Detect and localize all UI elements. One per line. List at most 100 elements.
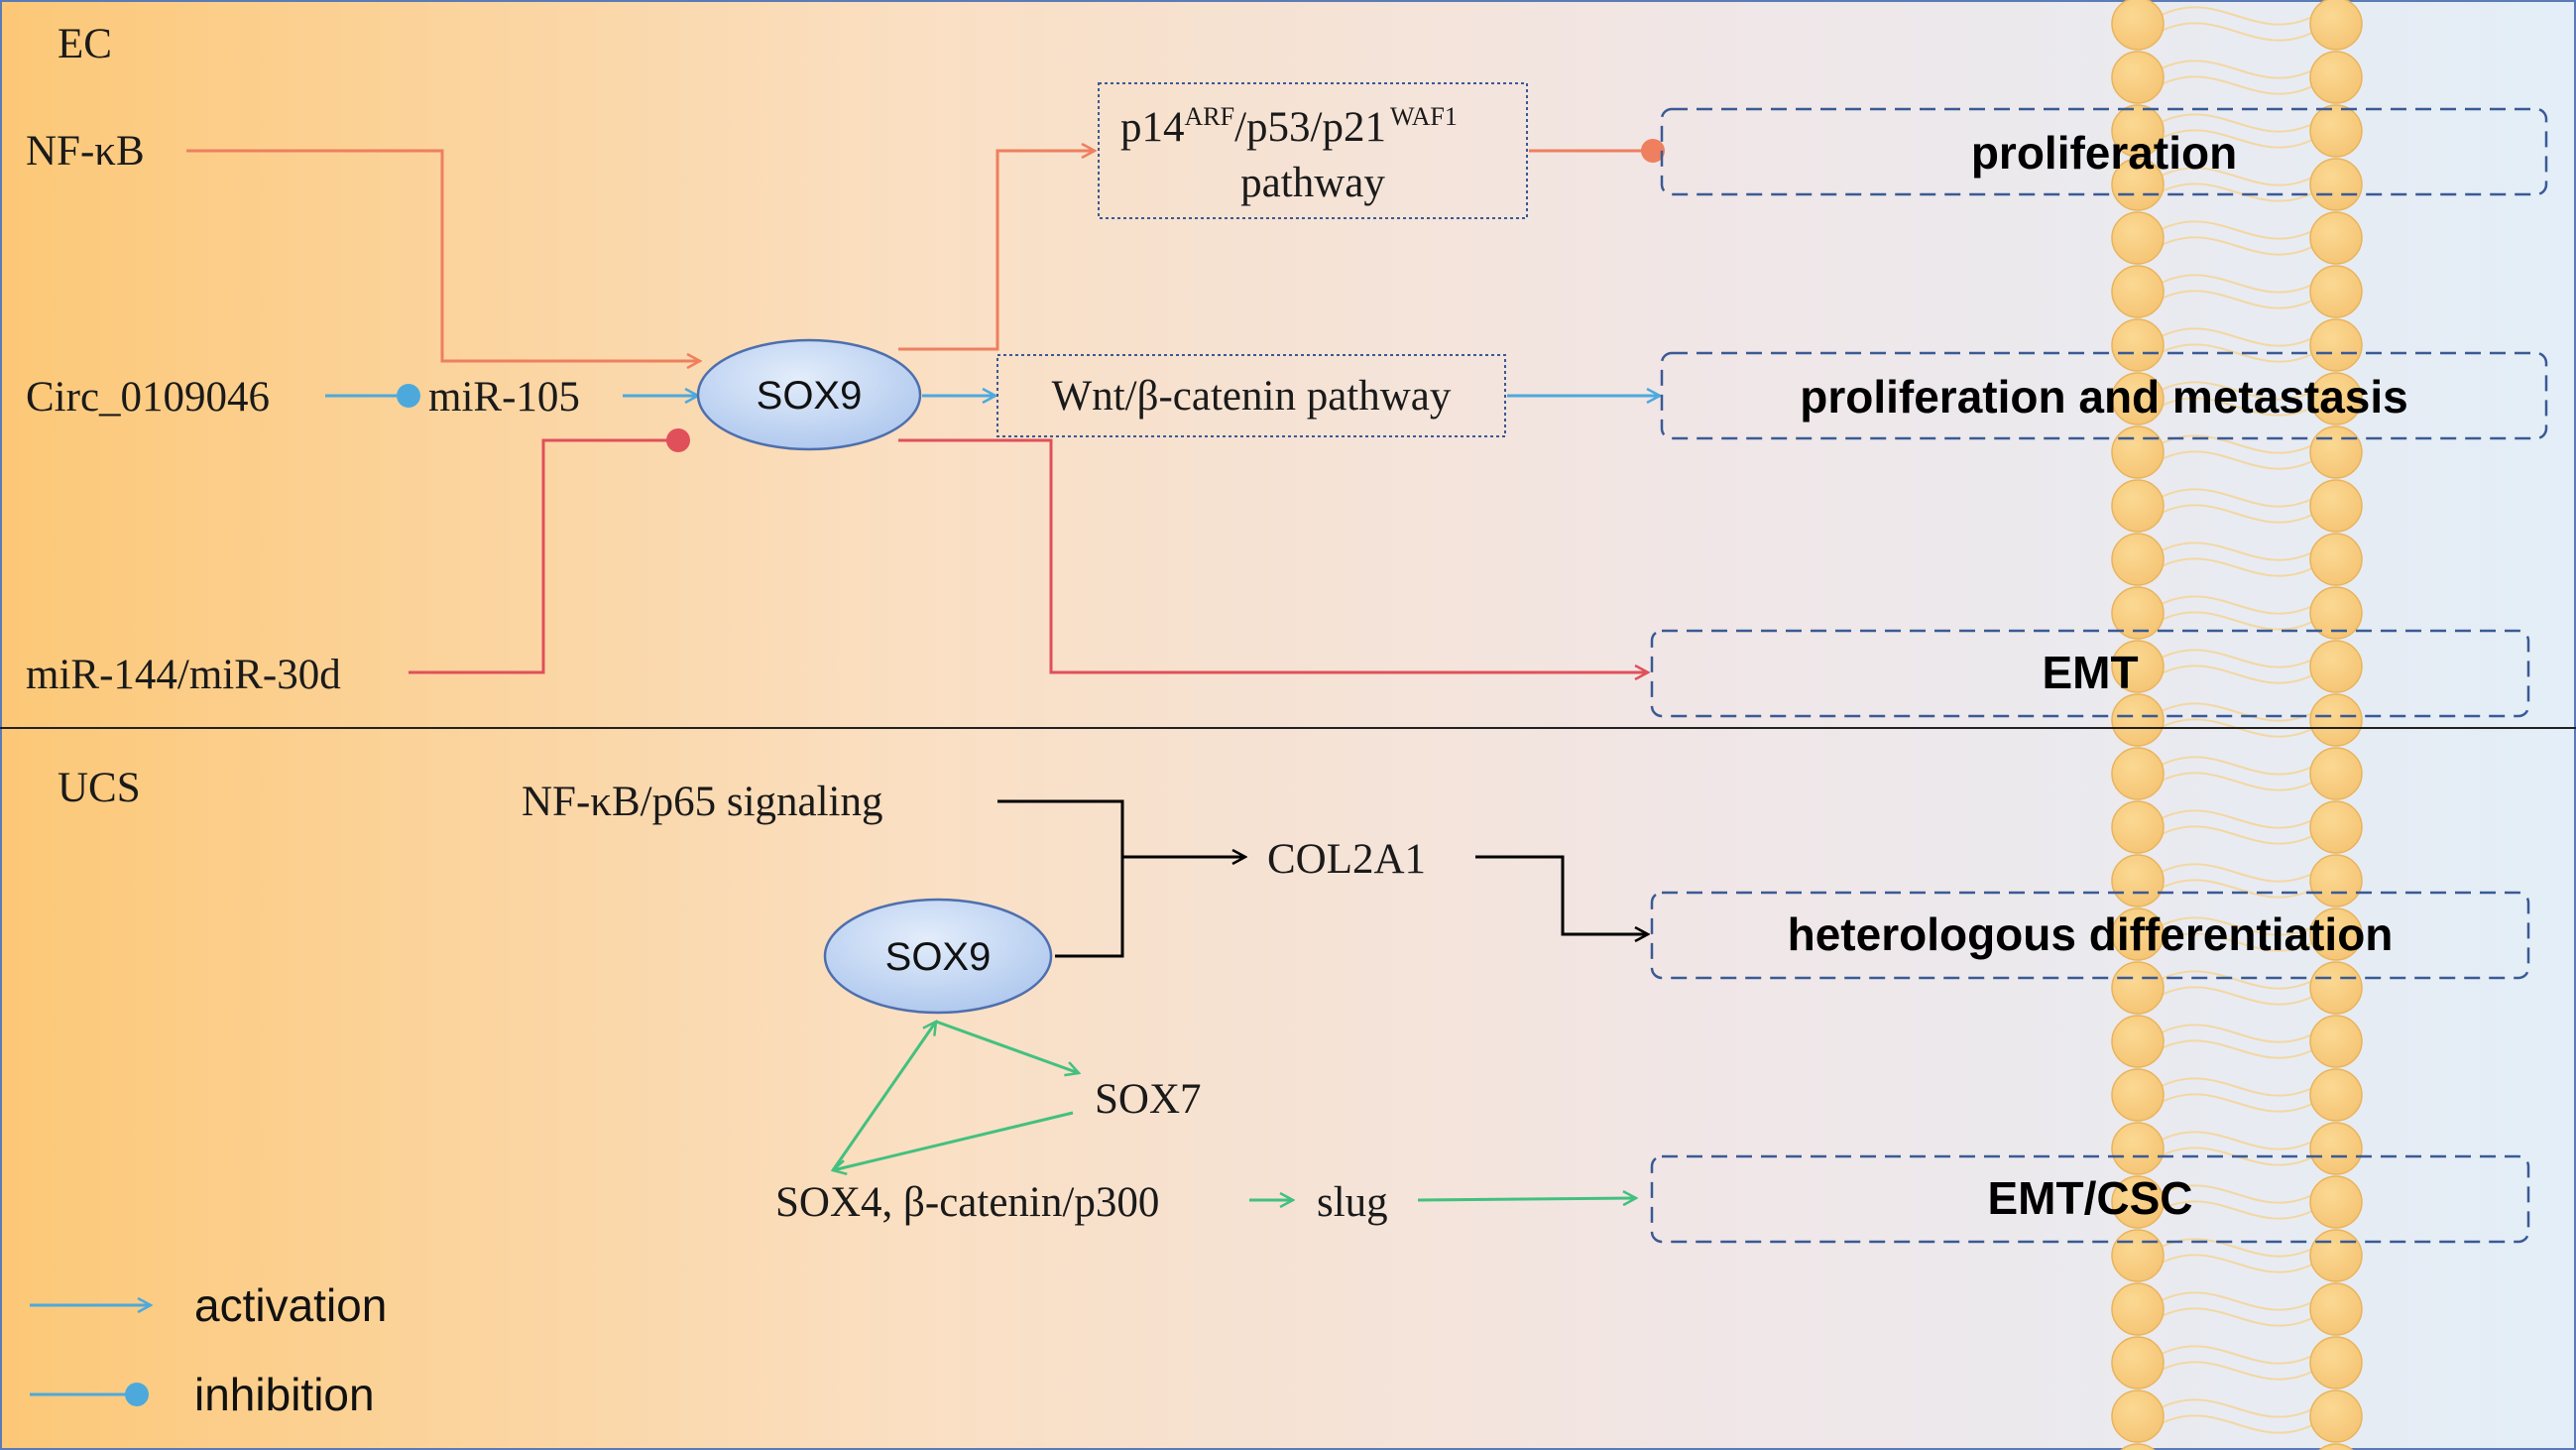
membrane-bead bbox=[2111, 51, 2165, 104]
lipid-tail bbox=[2159, 825, 2315, 845]
membrane-bead bbox=[2111, 0, 2165, 51]
membrane-bead bbox=[2309, 640, 2363, 693]
lipid-tail bbox=[2159, 75, 2315, 95]
membrane-bead bbox=[2309, 1229, 2363, 1282]
lipid-tail bbox=[2159, 22, 2315, 42]
membrane-bead bbox=[2309, 158, 2363, 211]
lipid-tail bbox=[2159, 932, 2315, 952]
lipid-tail bbox=[2159, 343, 2315, 363]
lipid-tail bbox=[2159, 1361, 2315, 1381]
membrane-bead bbox=[2111, 533, 2165, 586]
lipid-tail bbox=[2159, 665, 2315, 684]
slug-label: slug bbox=[1317, 1179, 1388, 1226]
membrane-bead bbox=[2111, 1015, 2165, 1068]
lipid-tail bbox=[2159, 702, 2315, 722]
lipid-tail bbox=[2159, 595, 2315, 615]
arrow-sox9-to-sox7 bbox=[935, 1020, 1079, 1073]
inhibition-dot bbox=[397, 384, 420, 408]
lipid-tail bbox=[2159, 1254, 2315, 1273]
membrane-bead bbox=[2111, 693, 2165, 747]
membrane-bead bbox=[2111, 211, 2165, 265]
inhibition-dot bbox=[666, 428, 690, 452]
membrane-bead bbox=[2309, 211, 2363, 265]
membrane-bead bbox=[2111, 586, 2165, 640]
lipid-tail bbox=[2159, 772, 2315, 791]
hetero-box bbox=[1650, 891, 2530, 980]
sox9-label-ucs: SOX9 bbox=[885, 935, 992, 979]
mir105-label: miR-105 bbox=[428, 374, 580, 421]
membrane-bead bbox=[2309, 265, 2363, 318]
circ-label: Circ_0109046 bbox=[26, 374, 270, 421]
lipid-tail bbox=[2159, 1131, 2315, 1150]
membrane-bead bbox=[2111, 1282, 2165, 1336]
inhibition-dot bbox=[1641, 139, 1665, 163]
membrane-bead bbox=[2309, 586, 2363, 640]
membrane-bead bbox=[2111, 1175, 2165, 1229]
membrane-bead bbox=[2309, 372, 2363, 425]
lipid-tail bbox=[2159, 1291, 2315, 1311]
lipid-tail bbox=[2159, 611, 2315, 631]
membrane-bead bbox=[2309, 1068, 2363, 1122]
sox7-label: SOX7 bbox=[1095, 1076, 1202, 1123]
membrane-bead bbox=[2111, 747, 2165, 800]
membrane-bead bbox=[2309, 854, 2363, 907]
sox4-label: SOX4, β-catenin/p300 bbox=[775, 1179, 1159, 1226]
lipid-tail bbox=[2159, 450, 2315, 470]
lipid-tail bbox=[2159, 1024, 2315, 1043]
nfkb-label: NF-κB bbox=[26, 128, 145, 175]
emt-csc-box bbox=[1650, 1154, 2530, 1244]
lipid-tail bbox=[2159, 488, 2315, 508]
membrane-bead bbox=[2309, 747, 2363, 800]
lipid-tail bbox=[2159, 1039, 2315, 1059]
lipid-tail bbox=[2159, 167, 2315, 186]
membrane-bead bbox=[2309, 318, 2363, 372]
lipid-tail bbox=[2159, 986, 2315, 1006]
lipid-tail bbox=[2159, 1184, 2315, 1204]
p14-pathway-line2: pathway bbox=[1240, 160, 1385, 206]
membrane-bead bbox=[2309, 1282, 2363, 1336]
proliferation-metastasis-label: proliferation and metastasis bbox=[1800, 371, 2408, 423]
membrane-bead bbox=[2309, 104, 2363, 158]
membrane-bead bbox=[2309, 961, 2363, 1015]
lipid-tail bbox=[2159, 113, 2315, 133]
lipid-tail bbox=[2159, 290, 2315, 309]
membrane-bead bbox=[2111, 800, 2165, 854]
lipid-tail bbox=[2159, 129, 2315, 149]
membrane-bead bbox=[2309, 533, 2363, 586]
wnt-pathway-box bbox=[996, 354, 1506, 437]
section-label-ec: EC bbox=[58, 21, 112, 67]
sox9-label-ec: SOX9 bbox=[757, 374, 863, 418]
membrane-bead bbox=[2309, 1015, 2363, 1068]
membrane-bead bbox=[2111, 265, 2165, 318]
membrane-bead bbox=[2111, 1068, 2165, 1122]
membrane-bead bbox=[2111, 961, 2165, 1015]
arrow-sox4-to-sox9 bbox=[831, 1022, 936, 1171]
membrane-bead bbox=[2111, 318, 2165, 372]
lipid-tail bbox=[2159, 809, 2315, 829]
membrane-bead bbox=[2309, 479, 2363, 533]
lipid-tail bbox=[2159, 274, 2315, 294]
lipid-tail bbox=[2159, 1398, 2315, 1418]
emt-box bbox=[1650, 629, 2530, 718]
legend-activation-label: activation bbox=[194, 1279, 387, 1331]
proliferation-box bbox=[1660, 107, 2548, 196]
membrane-bead bbox=[2111, 104, 2165, 158]
lipid-tail bbox=[2159, 60, 2315, 79]
hetero-label: heterologous differentiation bbox=[1788, 908, 2394, 960]
lipid-tail bbox=[2159, 220, 2315, 240]
nfkb-p65-label: NF-κB/p65 signaling bbox=[522, 779, 883, 825]
membrane-bead bbox=[2309, 800, 2363, 854]
lipid-tail bbox=[2159, 381, 2315, 401]
lipid-tail bbox=[2159, 970, 2315, 990]
lipid-tail bbox=[2159, 1093, 2315, 1113]
legend-inhibition-label: inhibition bbox=[194, 1369, 375, 1420]
lipid-tail bbox=[2159, 542, 2315, 561]
membrane-bead bbox=[2309, 51, 2363, 104]
membrane-bead bbox=[2111, 640, 2165, 693]
inhibit-mir144-to-sox9 bbox=[409, 438, 670, 674]
membrane-bead bbox=[2120, 1443, 2156, 1450]
section-label-ucs: UCS bbox=[58, 765, 141, 811]
connector-nfkb-sox9 bbox=[997, 799, 1124, 958]
lipid-tail bbox=[2159, 6, 2315, 26]
